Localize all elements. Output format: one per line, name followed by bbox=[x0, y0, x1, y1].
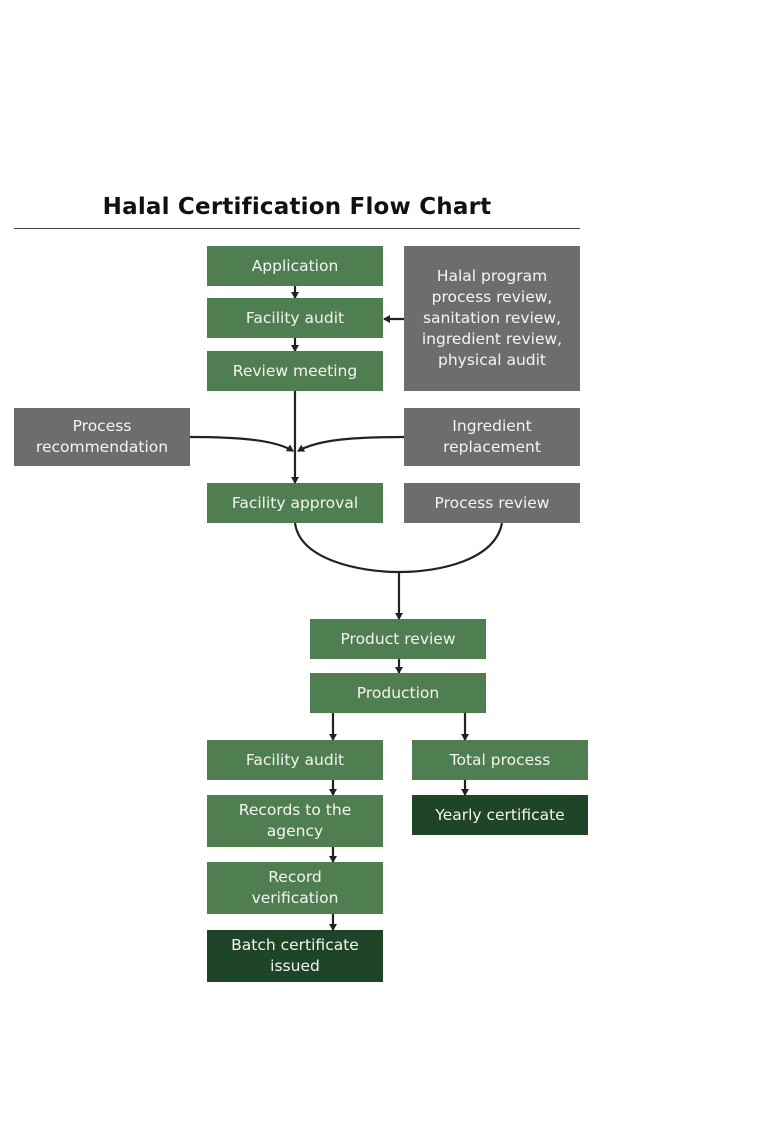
node-facility-audit: Facility audit bbox=[207, 298, 383, 338]
node-facility-audit-2: Facility audit bbox=[207, 740, 383, 780]
node-production: Production bbox=[310, 673, 486, 713]
node-product-review: Product review bbox=[310, 619, 486, 659]
node-ingredient-replacement: Ingredient replacement bbox=[404, 408, 580, 466]
node-application: Application bbox=[207, 246, 383, 286]
node-process-review: Process review bbox=[404, 483, 580, 523]
node-facility-approval: Facility approval bbox=[207, 483, 383, 523]
node-process-recommendation: Process recommendation bbox=[14, 408, 190, 466]
node-total-process: Total process bbox=[412, 740, 588, 780]
chart-title: Halal Certification Flow Chart bbox=[102, 194, 492, 220]
node-yearly-certificate: Yearly certificate bbox=[412, 795, 588, 835]
node-halal-program-reviews: Halal program process review, sanitation… bbox=[404, 246, 580, 391]
edge-facility-approval-curve bbox=[293, 522, 504, 574]
title-divider bbox=[14, 228, 580, 229]
node-record-verification: Record verification bbox=[207, 862, 383, 914]
edge-ingredient-replacement-to-facility-approval bbox=[297, 435, 405, 452]
edge-process-recommendation-to-facility-approval bbox=[189, 435, 294, 452]
node-records-to-agency: Records to the agency bbox=[207, 795, 383, 847]
node-review-meeting: Review meeting bbox=[207, 351, 383, 391]
node-batch-certificate-issued: Batch certificate issued bbox=[207, 930, 383, 982]
